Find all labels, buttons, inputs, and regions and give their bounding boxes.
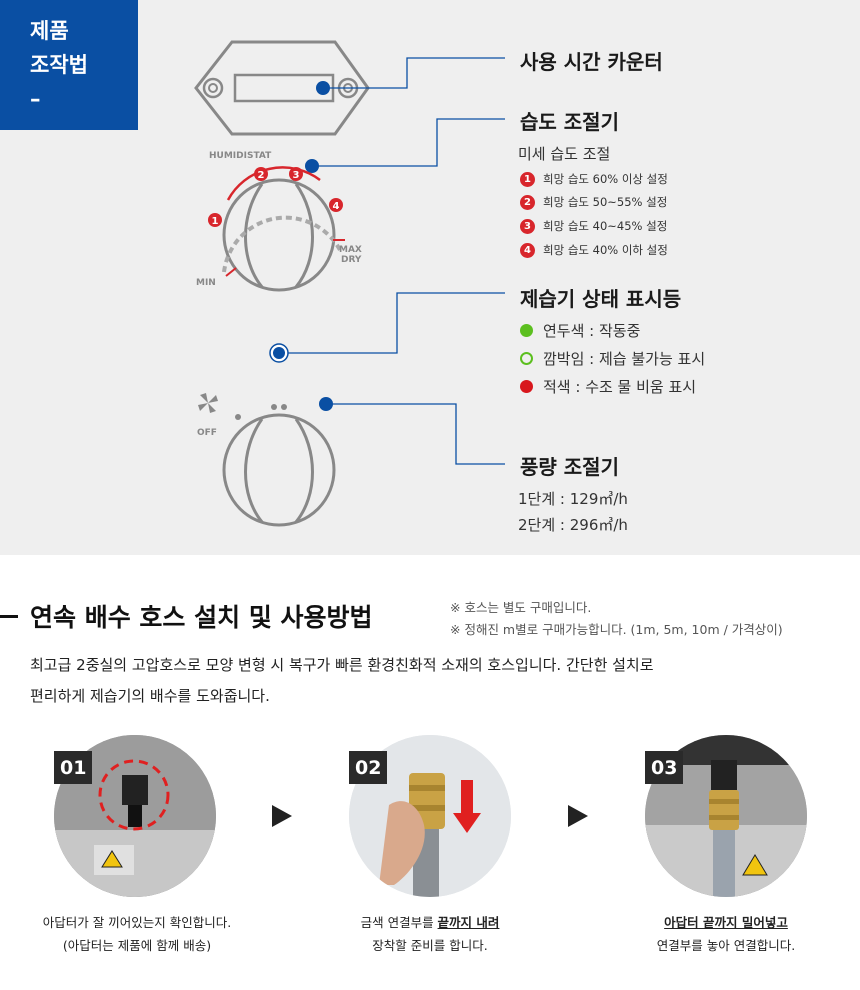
indicator-item-text: 적색 : 수조 물 비움 표시 (543, 378, 697, 396)
option-text: 희망 습도 40~45% 설정 (543, 219, 668, 233)
off-label: OFF (197, 428, 217, 438)
humidistat-subtitle: 미세 습도 조절 (518, 145, 611, 163)
dial-step-3: 3 (293, 170, 300, 181)
green-dot-icon (520, 324, 533, 337)
indicator-item-text: 깜박임 : 제습 불가능 표시 (543, 350, 706, 368)
option-number-badge: 3 (520, 218, 535, 234)
fan-callout-dot (319, 397, 333, 411)
step-3-caption: 아답터 끝까지 밀어넣고 연결부를 놓아 연결합니다. (626, 912, 826, 954)
humidistat-option-3: 3 희망 습도 40~45% 설정 (520, 218, 667, 234)
step-2-caption-line2: 장착할 준비를 합니다. (372, 938, 488, 953)
fan-level-2: 2단계 : 296㎥/h (518, 516, 628, 534)
section-badge: 제품 조작법 – (0, 0, 138, 130)
fan-level2-dot-b (281, 404, 287, 410)
hose-note-1: ※ 호스는 별도 구매입니다. (450, 600, 592, 615)
min-tick (225, 267, 237, 277)
hose-desc-line1: 최고급 2중실의 고압호스로 모양 변형 시 복구가 빠른 환경친화적 소재의 … (30, 656, 654, 674)
humidistat-scale-red (226, 166, 321, 201)
badge-line2: 조작법 (30, 53, 88, 77)
fan-level2-dot-a (271, 404, 277, 410)
dial-step-2: 2 (258, 170, 265, 181)
status-indicator-light (269, 343, 289, 363)
callout-lines (279, 57, 505, 465)
step-3-number: 03 (645, 751, 684, 784)
indicator-item-text: 연두색 : 작동중 (543, 322, 641, 340)
humidistat-title: 습도 조절기 (520, 110, 619, 134)
humidistat-scale (222, 215, 342, 273)
indicator-title: 제습기 상태 표시등 (520, 287, 682, 311)
indicator-item-2: 깜박임 : 제습 불가능 표시 (520, 348, 705, 369)
counter-title: 사용 시간 카운터 (520, 50, 663, 74)
step-3-caption-line2: 연결부를 놓아 연결합니다. (656, 938, 796, 953)
step-2-caption-pre: 금색 연결부를 (360, 915, 438, 930)
fan-knob[interactable] (222, 413, 336, 527)
step-2-caption-bold: 끝까지 내려 (437, 915, 500, 930)
option-number-badge: 4 (520, 242, 535, 258)
fan-title: 풍량 조절기 (520, 455, 619, 479)
option-text: 희망 습도 50~55% 설정 (543, 195, 668, 209)
step-1-caption-line1: 아답터가 잘 끼어있는지 확인합니다. (42, 915, 232, 930)
control-panel-diagram: HUMIDISTAT MIN MAX DRY 1 2 3 4 OFF (194, 40, 505, 527)
humidistat-option-1: 1 희망 습도 60% 이상 설정 (520, 171, 668, 187)
hose-section-heading: 연속 배수 호스 설치 및 사용방법 (0, 598, 373, 634)
step-3-caption-line1: 아답터 끝까지 밀어넣고 (626, 912, 826, 931)
badge-line3: – (30, 87, 41, 111)
step-2-caption: 금색 연결부를 끝까지 내려 장착할 준비를 합니다. (330, 912, 530, 954)
fan-level-1: 1단계 : 129㎥/h (518, 490, 628, 508)
max-label: MAX (339, 245, 362, 255)
step-2-caption-line1: 금색 연결부를 끝까지 내려 (330, 912, 530, 931)
step-1-number: 01 (54, 751, 93, 784)
option-number-badge: 2 (520, 194, 535, 210)
humidistat-option-4: 4 희망 습도 40% 이하 설정 (520, 242, 668, 258)
indicator-item-3: 적색 : 수조 물 비움 표시 (520, 376, 696, 397)
hose-desc-line2: 편리하게 제습기의 배수를 도와줍니다. (30, 687, 270, 705)
step-3-caption-bold: 아답터 끝까지 밀어넣고 (664, 915, 788, 930)
hose-note-2: ※ 정해진 m별로 구매가능합니다. (1m, 5m, 10m / 가격상이) (450, 622, 783, 637)
humidistat-knob[interactable] (222, 178, 336, 292)
counter-callout-dot (316, 81, 330, 95)
step-2-number: 02 (349, 751, 388, 784)
step-1-caption-line2: (아답터는 제품에 함께 배송) (62, 938, 212, 953)
humidistat-callout-dot (305, 159, 319, 173)
option-text: 희망 습도 60% 이상 설정 (543, 172, 668, 186)
red-dot-icon (520, 380, 533, 393)
humidistat-option-2: 2 희망 습도 50~55% 설정 (520, 194, 667, 210)
option-text: 희망 습도 40% 이하 설정 (543, 243, 668, 257)
heading-dash (0, 614, 18, 618)
badge-line1: 제품 (30, 19, 69, 43)
hose-section-title: 연속 배수 호스 설치 및 사용방법 (30, 603, 373, 632)
option-number-badge: 1 (520, 171, 535, 187)
next-arrow-icon (568, 805, 588, 827)
step-1-caption: 아답터가 잘 끼어있는지 확인합니다. (아답터는 제품에 함께 배송) (32, 912, 242, 954)
next-arrow-icon (272, 805, 292, 827)
indicator-item-1: 연두색 : 작동중 (520, 320, 640, 341)
controls-panel (0, 0, 860, 555)
min-label: MIN (196, 278, 216, 288)
fan-level1-dot (235, 414, 241, 420)
blinking-dot-icon (520, 352, 533, 365)
humidistat-step-markers: 1 2 3 4 (208, 167, 343, 227)
fan-icon (198, 393, 218, 413)
dry-label: DRY (341, 255, 362, 265)
dial-step-1: 1 (212, 216, 219, 227)
humidistat-label: HUMIDISTAT (209, 151, 272, 161)
dial-step-4: 4 (333, 201, 340, 212)
